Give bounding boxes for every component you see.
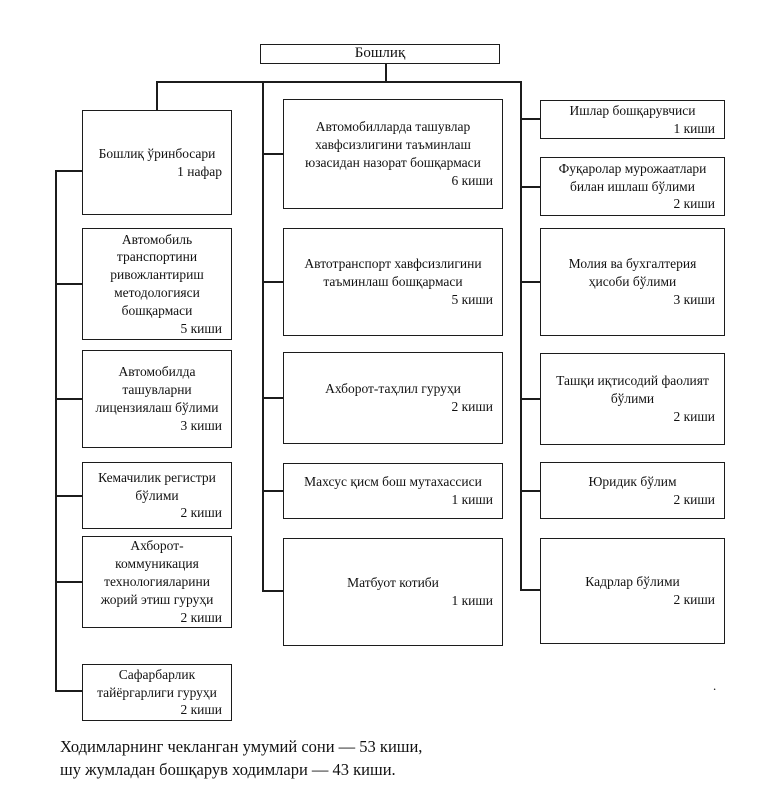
org-box-count: 1 киши (451, 593, 493, 608)
org-box-count: 2 киши (673, 196, 715, 212)
box-foreign-economic-dept: Ташқи иқтисодий фаолият бўлими 2 киши (540, 353, 725, 445)
org-box-count: 2 киши (673, 491, 715, 507)
box-finance-accounting-dept: Молия ва бухгалтерия ҳисоби бўлими 3 киш… (540, 228, 725, 336)
box-shipping-registry-dept: Кемачилик регистри бўлими 2 киши (82, 462, 232, 529)
org-box-title: Бошлиқ (354, 45, 406, 62)
org-box-count: 1 киши (673, 120, 715, 136)
connector-line (520, 589, 540, 591)
org-box-title: Матбуот котиби (347, 575, 439, 591)
connector-line (55, 170, 82, 172)
summary-text: Ходимларнинг чекланган умумий сони — 53 … (60, 735, 422, 782)
org-box-count: 6 киши (451, 172, 493, 188)
connector-line (262, 490, 283, 492)
box-auto-transport-dev-dept: Автомобиль транспортини ривожлантириш ме… (82, 228, 232, 340)
org-box-title: Ташқи иқтисодий фаолият бўлими (556, 373, 709, 407)
box-transport-safety-control-dept: Автомобилларда ташувлар хавфсизлигини та… (283, 99, 503, 209)
org-box-count: 2 киши (180, 609, 222, 625)
org-box-title: Сафарбарлик тайёргарлиги гуруҳи (97, 666, 217, 700)
connector-line (55, 690, 82, 692)
org-box-count: 5 киши (180, 320, 222, 336)
box-affairs-manager: Ишлар бошқарувчиси 1 киши (540, 100, 725, 139)
org-box-count: 2 киши (180, 702, 222, 718)
summary-text-line2: шу жумладан бошқарув ходимлари — 43 киши… (60, 760, 396, 780)
org-box-title: Автомобилда ташувларни лицензиялаш бўлим… (95, 364, 219, 415)
connector-line (55, 283, 82, 285)
box-special-unit-specialist: Махсус қисм бош мутахассиси 1 киши (283, 463, 503, 519)
connector-line (262, 281, 283, 283)
org-box-title: Автотранспорт хавфсизлигини таъминлаш бо… (304, 256, 482, 290)
connector-line (262, 397, 283, 399)
summary-text-line1: Ходимларнинг чекланган умумий сони — 53 … (60, 737, 423, 756)
connector-line (156, 81, 522, 83)
connector-line (520, 398, 540, 400)
org-box-count: 3 киши (180, 417, 222, 433)
org-box-count: 5 киши (451, 291, 493, 307)
connector-line (520, 186, 540, 188)
org-box-title: Автомобиль транспортини ривожлантириш ме… (110, 231, 204, 318)
box-legal-dept: Юридик бўлим 2 киши (540, 462, 725, 519)
connector-line (156, 81, 158, 110)
connector-line (520, 118, 540, 120)
org-box-count: 2 киши (673, 408, 715, 424)
connector-line (520, 81, 522, 591)
org-box-title: Кемачилик регистри бўлими (98, 469, 216, 503)
org-box-count: 1 киши (451, 492, 493, 507)
org-box-title: Молия ва бухгалтерия ҳисоби бўлими (568, 256, 697, 290)
box-head: Бошлиқ (260, 44, 500, 64)
connector-line (520, 281, 540, 283)
org-box-title: Фуқаролар мурожаатлари билан ишлаш бўлим… (558, 160, 707, 194)
org-box-title: Махсус қисм бош мутахассиси (304, 474, 482, 490)
box-mobilization-group: Сафарбарлик тайёргарлиги гуруҳи 2 киши (82, 664, 232, 721)
connector-line (55, 581, 82, 583)
box-hr-dept: Кадрлар бўлими 2 киши (540, 538, 725, 644)
connector-line (262, 81, 264, 592)
org-box-title: Бошлиқ ўринбосари (98, 145, 216, 161)
connector-line (55, 398, 82, 400)
box-autotransport-safety-dept: Автотранспорт хавфсизлигини таъминлаш бо… (283, 228, 503, 336)
box-ict-group: Ахборот-коммуникация технологияларини жо… (82, 536, 232, 628)
box-citizen-appeals-dept: Фуқаролар мурожаатлари билан ишлаш бўлим… (540, 157, 725, 216)
connector-line (385, 63, 387, 82)
connector-line (262, 590, 283, 592)
org-box-title: Юридик бўлим (588, 473, 677, 489)
connector-line (55, 170, 57, 692)
box-press-secretary: Матбуот котиби 1 киши (283, 538, 503, 646)
connector-line (55, 495, 82, 497)
connector-line (520, 490, 540, 492)
org-box-count: 2 киши (673, 592, 715, 607)
org-box-count: 2 киши (180, 505, 222, 521)
org-box-count: 2 киши (451, 399, 493, 414)
connector-line (262, 153, 283, 155)
box-info-analysis-group: Ахборот-таҳлил гуруҳи 2 киши (283, 352, 503, 444)
org-box-count: 1 нафар (177, 163, 222, 179)
org-box-count: 3 киши (673, 291, 715, 307)
org-box-title: Автомобилларда ташувлар хавфсизлигини та… (305, 119, 481, 170)
box-licensing-dept: Автомобилда ташувларни лицензиялаш бўлим… (82, 350, 232, 448)
org-box-title: Ахборот-таҳлил гуруҳи (325, 381, 461, 397)
org-box-title: Ахборот-коммуникация технологияларини жо… (100, 538, 214, 607)
stray-dot: . (713, 678, 717, 693)
org-box-title: Кадрлар бўлими (585, 574, 680, 590)
box-deputy-head: Бошлиқ ўринбосари 1 нафар (82, 110, 232, 215)
org-box-title: Ишлар бошқарувчиси (569, 102, 696, 118)
